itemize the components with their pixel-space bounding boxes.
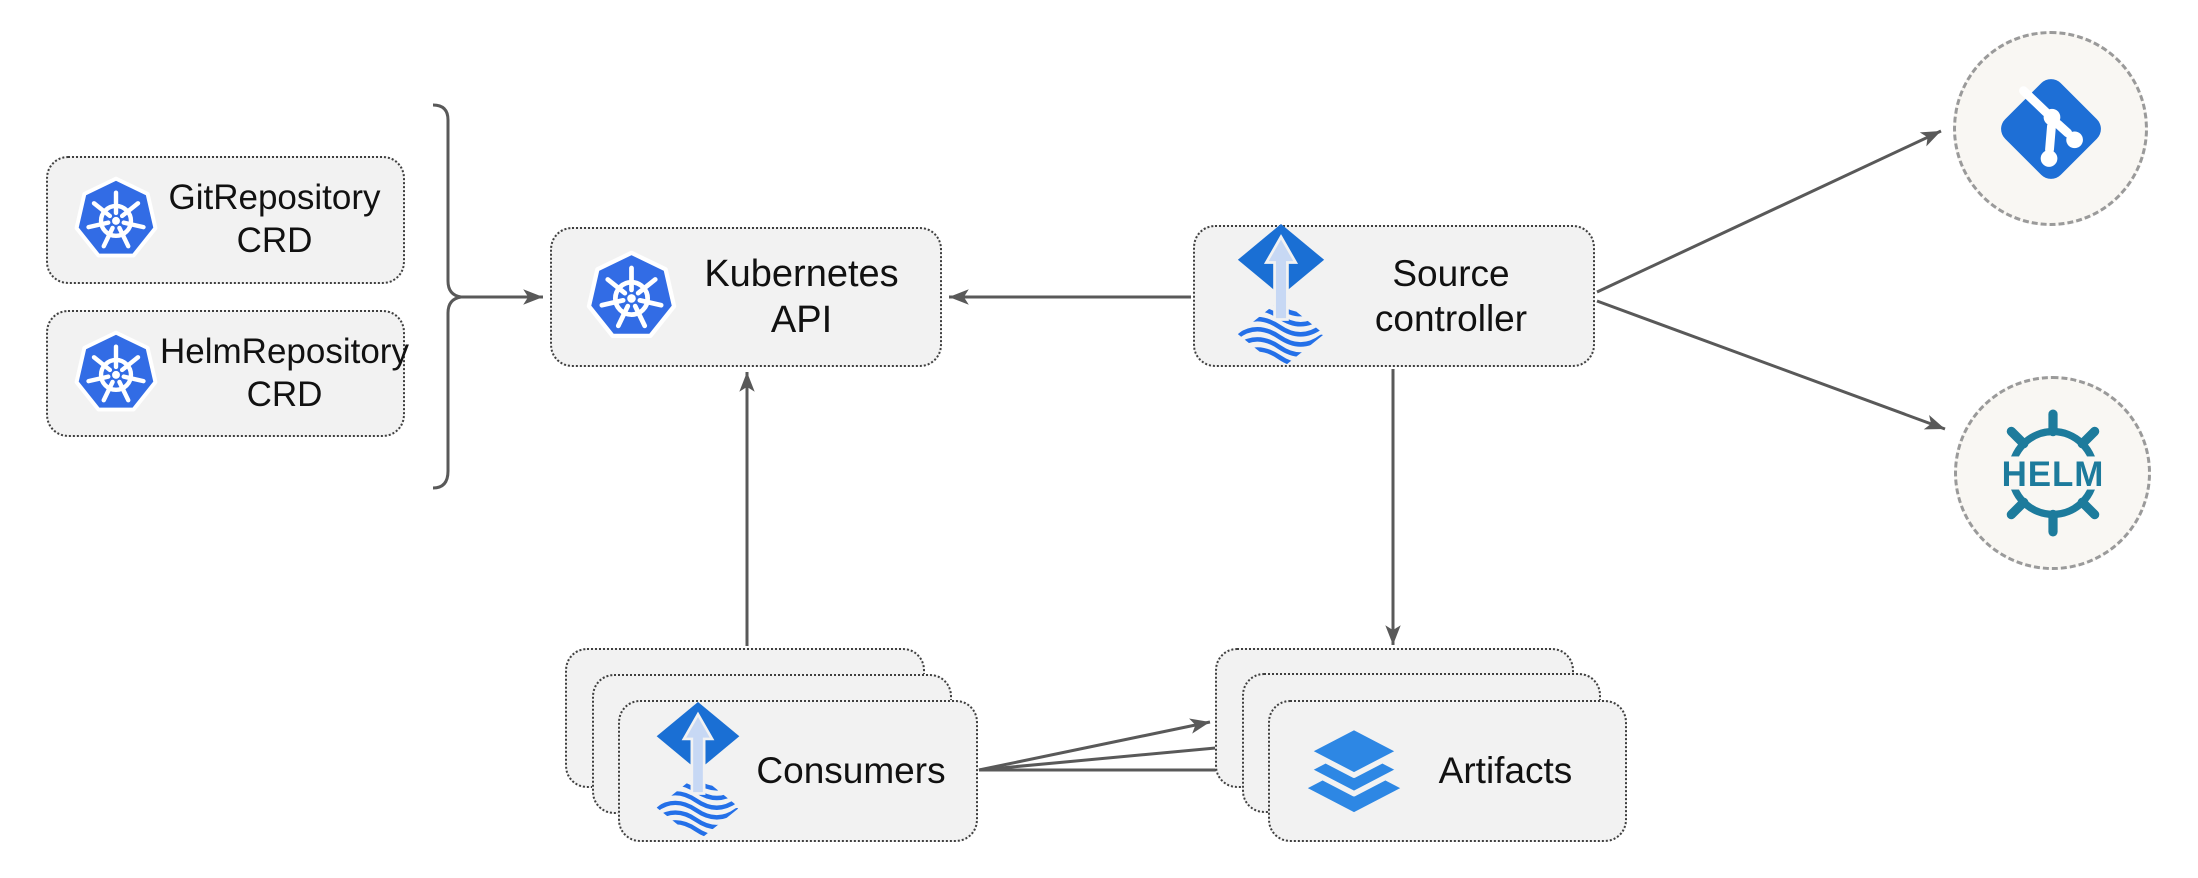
edge-source-controller-to-helm xyxy=(1596,299,1946,431)
endpoint-helm-repository: HELM xyxy=(1954,376,2151,570)
node-gitrepository-crd: GitRepository CRD xyxy=(46,156,405,284)
edge-source-controller-to-git xyxy=(1596,129,1942,294)
helm-icon: HELM xyxy=(1985,409,2120,537)
node-artifacts: Artifacts xyxy=(1268,700,1627,842)
layers-stack-icon xyxy=(1306,726,1402,812)
kubernetes-icon xyxy=(74,176,158,258)
node-source-controller: Source controller xyxy=(1193,223,1595,367)
crd-group-bracket xyxy=(432,103,462,490)
helm-logo-text: HELM xyxy=(2001,455,2104,494)
flux-source-controller-icon xyxy=(1237,223,1325,367)
node-helmrepository-crd: HelmRepository CRD xyxy=(46,310,409,437)
node-label: Artifacts xyxy=(1438,750,1573,792)
node-label-line1: Source xyxy=(1392,252,1510,294)
kubernetes-icon xyxy=(74,330,158,412)
kubernetes-icon xyxy=(586,250,677,338)
edge-consumers-to-artifacts-middle xyxy=(978,740,1238,772)
node-consumers: Consumers xyxy=(618,700,978,842)
node-label-line2: CRD xyxy=(236,221,313,260)
endpoint-git-repository xyxy=(1953,31,2148,226)
node-label-line1: HelmRepository xyxy=(160,331,409,371)
node-label-line1: GitRepository xyxy=(168,178,381,218)
git-icon xyxy=(2000,78,2101,179)
node-label: HelmRepository CRD xyxy=(160,331,423,416)
node-label: Source controller xyxy=(1327,251,1593,341)
node-kubernetes-api: Kubernetes API xyxy=(550,227,942,367)
node-label: Kubernetes API xyxy=(704,252,899,341)
node-label-line2: CRD xyxy=(246,374,323,414)
edge-consumers-to-artifacts-back xyxy=(978,718,1211,772)
flux-source-controller-icon xyxy=(656,701,740,839)
node-label: GitRepository CRD xyxy=(160,177,403,262)
node-label: Consumers xyxy=(756,750,946,792)
node-label-line2: controller xyxy=(1374,298,1528,339)
